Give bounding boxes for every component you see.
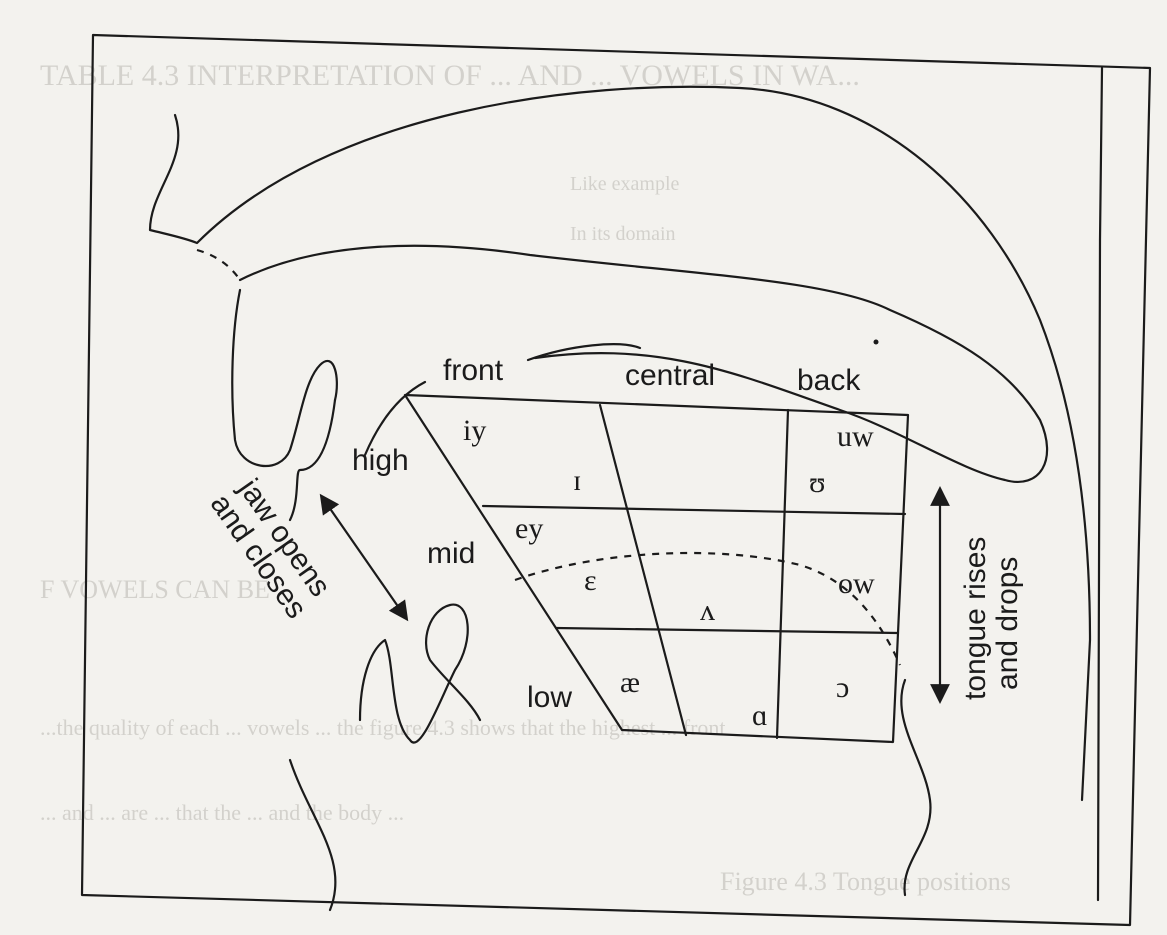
bleed-bottom-3: ... and ... are ... that the ... and the… (40, 800, 404, 825)
row-label-low: low (527, 681, 572, 714)
bleed-caption: Figure 4.3 Tongue positions (720, 867, 1011, 896)
bleed-through-text: TABLE 4.3 INTERPRETATION OF ... AND ... … (40, 59, 1011, 896)
vowel-ae: æ (620, 666, 640, 699)
vowel-aa: ɑ (752, 699, 768, 732)
bleed-bottom-2: ...the quality of each ... vowels ... th… (40, 715, 726, 740)
vowel-ao: ɔ (836, 671, 849, 704)
vowel-ow: ow (838, 567, 875, 600)
quadrilateral-outline (405, 395, 908, 742)
vowel-eh: ɛ (584, 564, 597, 597)
jaw-arrow (322, 497, 406, 618)
bleed-row-2: In its domain (570, 223, 676, 245)
vowel-ey: ey (515, 512, 543, 545)
bleed-bottom-1: F VOWELS CAN BE (40, 575, 270, 604)
vowel-quadrilateral (405, 395, 908, 742)
front-central-divider (600, 405, 686, 735)
column-label-front: front (443, 354, 504, 387)
upper-lip-tooth (232, 290, 337, 466)
row-label-high: high (352, 444, 409, 477)
figure-frame (82, 35, 1150, 925)
vowel-iy: iy (463, 414, 486, 447)
central-back-divider (777, 410, 788, 738)
pharynx-back-wall (1098, 68, 1102, 900)
tongue-label-line-1: tongue rises (959, 537, 992, 700)
mid-low-divider (556, 628, 898, 633)
column-label-back: back (797, 364, 861, 397)
tongue-label-line-2: and drops (991, 557, 1024, 690)
high-mid-divider (483, 506, 905, 514)
vowel-ah: ʌ (700, 594, 715, 627)
vowel-ih: ɪ (573, 464, 581, 497)
lower-jaw (290, 400, 335, 520)
column-label-central: central (625, 359, 715, 392)
lip-gap-dashes (197, 250, 240, 280)
bleed-row-1: Like example (570, 173, 680, 195)
vowel-symbols: iy ɪ ʊ uw ey ɛ ʌ ow æ ɑ ɔ (463, 414, 875, 732)
dot-mark (874, 340, 879, 345)
vowel-uh: ʊ (809, 466, 825, 499)
vowel-uw: uw (837, 420, 874, 453)
row-label-mid: mid (427, 537, 475, 570)
tongue-label: tongue rises and drops (959, 537, 1024, 700)
chin-line (290, 760, 335, 910)
larynx-outline (901, 680, 930, 895)
